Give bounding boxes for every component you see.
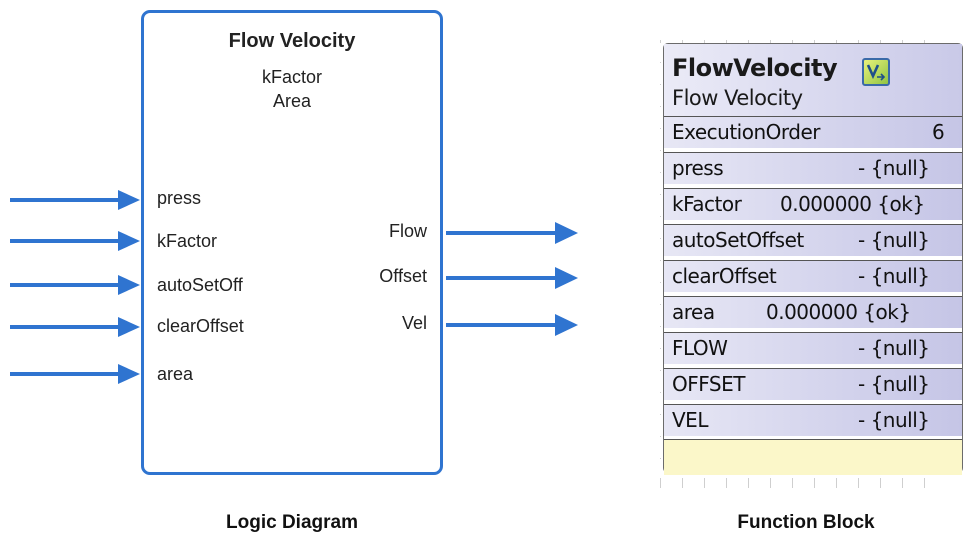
arrowhead [555,267,578,289]
fb-row-value: - {null} [858,336,930,360]
logic-diagram-caption: Logic Diagram [226,512,358,533]
fb-row-value: - {null} [858,228,930,252]
function-block-caption: Function Block [737,512,875,533]
logic-param-kfactor: kFactor [261,67,322,87]
canvas-ruler-top [660,40,938,43]
fb-row-name: press [672,156,724,180]
fb-row-name: VEL [672,408,708,432]
function-block-footer [664,439,962,475]
fb-row-autosetoffset[interactable]: autoSetOffset - {null} [664,224,962,256]
fb-row-value: 0.000000 {ok} [780,192,925,216]
fb-row-name: OFFSET [672,372,745,396]
function-block-canvas: FlowVelocity Flow Velocity ExecutionOrde… [660,40,963,488]
arrowhead [555,314,578,336]
output-pin-vel: Vel [401,313,427,333]
fb-row-flow[interactable]: FLOW - {null} [664,332,962,364]
function-block-header[interactable]: FlowVelocity Flow Velocity [664,44,962,116]
fb-row-name: area [672,300,715,324]
fb-row-name: ExecutionOrder [672,120,820,144]
fb-row-name: clearOffset [672,264,777,288]
canvas-ruler-bottom [660,478,938,488]
fb-row-press[interactable]: press - {null} [664,152,962,184]
arrowhead [118,190,140,210]
fb-row-value: - {null} [858,264,930,288]
logic-param-area: Area [272,91,312,111]
input-pin-kfactor: kFactor [157,231,218,251]
fb-row-name: autoSetOffset [672,228,804,252]
fb-row-name: kFactor [672,192,742,216]
fb-row-executionorder[interactable]: ExecutionOrder 6 [664,116,962,148]
fb-row-offset[interactable]: OFFSET - {null} [664,368,962,400]
canvas-ruler-left [660,40,661,488]
logic-arrows [10,190,578,384]
fb-row-value: 0.000000 {ok} [766,300,911,324]
fb-row-value: - {null} [858,156,930,180]
fb-row-value: - {null} [858,408,930,432]
fb-row-name: FLOW [672,336,728,360]
logic-block: Flow Velocity kFactor Area press kFactor… [141,10,443,475]
fb-row-vel[interactable]: VEL - {null} [664,404,962,436]
arrowhead [118,317,140,337]
function-block-icon[interactable] [862,58,890,86]
function-block-name: FlowVelocity [672,54,838,82]
logic-block-title: Flow Velocity [228,30,356,52]
fb-row-clearoffset[interactable]: clearOffset - {null} [664,260,962,292]
fb-row-value: 6 [932,120,945,144]
arrowhead [555,222,578,244]
arrowhead [118,364,140,384]
fb-row-kfactor[interactable]: kFactor 0.000000 {ok} [664,188,962,220]
input-pin-autosetoff: autoSetOff [157,275,243,295]
fb-row-area[interactable]: area 0.000000 {ok} [664,296,962,328]
input-pin-press: press [157,188,202,208]
output-pin-offset: Offset [379,266,427,286]
fb-row-value: - {null} [858,372,930,396]
arrowhead [118,231,140,251]
function-block[interactable]: FlowVelocity Flow Velocity ExecutionOrde… [663,43,963,475]
input-pin-clearoffset: clearOffset [157,316,244,336]
output-pin-flow: Flow [388,221,427,241]
input-pin-area: area [157,364,194,384]
function-block-type: Flow Velocity [672,86,803,110]
arrowhead [118,275,140,295]
